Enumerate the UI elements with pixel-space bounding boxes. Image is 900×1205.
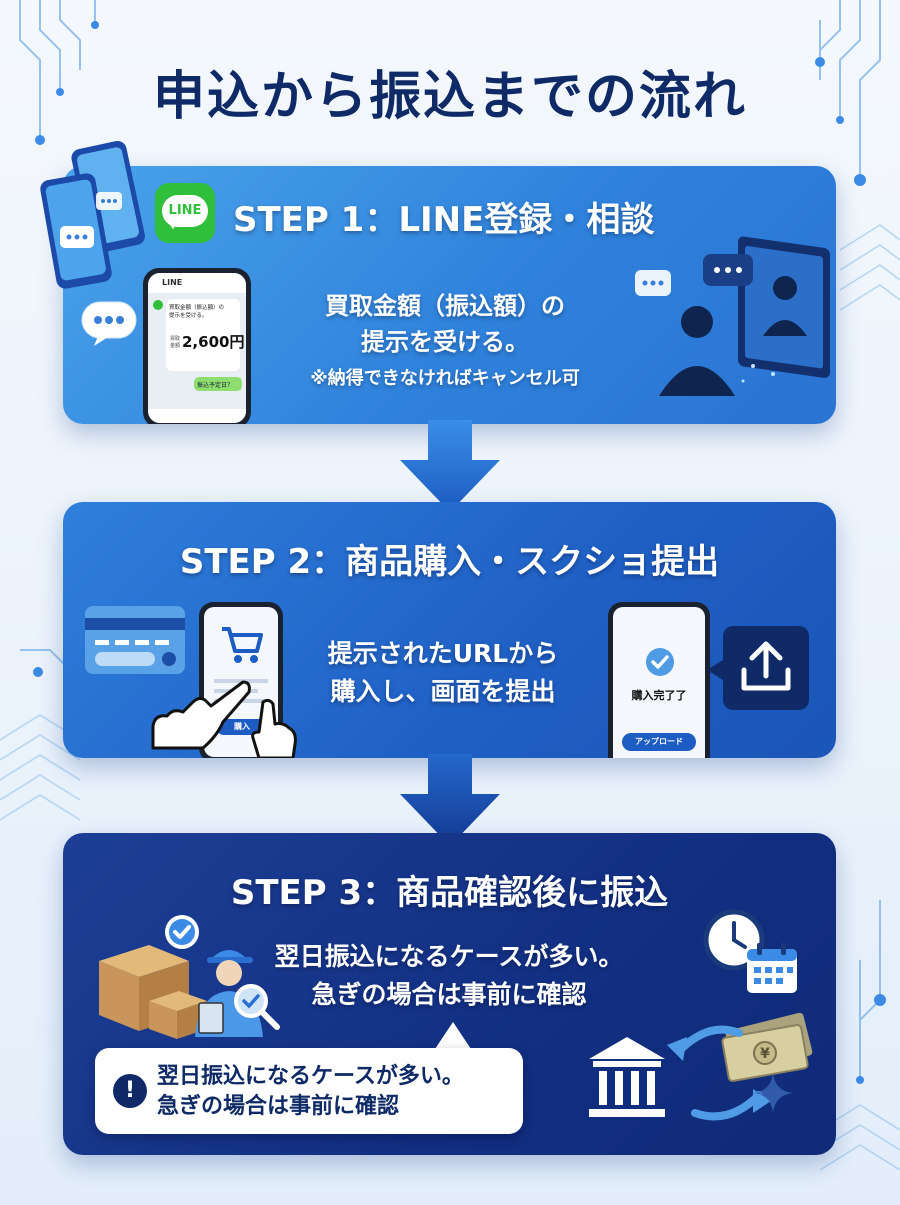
credit-card-icon <box>85 606 185 674</box>
line-logo-icon: LINE <box>155 183 215 243</box>
step-arrow-1 <box>400 420 500 512</box>
phone-amount-label-bottom: 金額 <box>170 343 181 349</box>
upload-icon <box>723 626 809 710</box>
alert-box: ! 翌日振込になるケースが多い。 急ぎの場合は事前に確認 <box>95 1048 523 1134</box>
calendar-icon <box>747 943 797 993</box>
check-circle-icon <box>165 915 199 949</box>
exclamation-icon: ! <box>113 1074 147 1108</box>
check-circle-icon <box>646 648 674 676</box>
phone-amount-label-top: 買取 <box>170 336 181 342</box>
phone-message-line-1: 買取金額（振込額）の <box>169 305 225 311</box>
step-1-desc-line-2: 提示を受ける。 <box>361 328 529 356</box>
step-1-note: ※納得できなければキャンセル可 <box>310 368 580 389</box>
phone-message-line-2: 提示を受ける。 <box>169 313 208 319</box>
step-2-title: STEP 2：商品購入・スクショ提出 <box>179 542 720 582</box>
phone-app-label: LINE <box>162 278 183 287</box>
bank-icon <box>589 1037 665 1117</box>
avatar <box>153 300 163 310</box>
money-icon: ¥ <box>721 1013 813 1082</box>
step-3-title: STEP 3：商品確認後に振込 <box>230 873 669 913</box>
phone-amount: 2,600円 <box>182 333 245 351</box>
step-1-desc-line-1: 買取金額（振込額）の <box>325 292 565 320</box>
exchange-arrows-icon <box>667 1025 771 1121</box>
box-icon <box>99 945 207 1039</box>
step-3-desc-line-2: 急ぎの場合は事前に確認 <box>311 980 587 1009</box>
chat-bubble-icon <box>81 301 137 346</box>
magnifier-icon <box>234 984 280 1030</box>
step-1-card: LINE STEP 1：LINE登録・相談 LINE 買取金額（振込額）の 提示… <box>63 166 836 424</box>
phone-reply: 振込予定日？ <box>197 382 234 389</box>
page-title: 申込から振込までの流れ <box>152 67 747 127</box>
hand-pointer-icon <box>151 680 251 750</box>
alert-tip <box>433 1022 473 1052</box>
step-3-desc-line-1: 翌日振込になるケースが多い。 <box>274 942 624 971</box>
video-call-icon <box>635 236 830 396</box>
buy-button-label: 購入 <box>234 722 250 731</box>
alert-text-line-2: 急ぎの場合は事前に確認 <box>157 1094 400 1119</box>
step-1-title: STEP 1：LINE登録・相談 <box>233 200 655 240</box>
step-2-desc-line-2: 購入し、画面を提出 <box>330 677 556 706</box>
upload-button-label: アップロード <box>635 737 683 746</box>
phones-chat-icon <box>40 140 145 289</box>
complete-phone: 購入完了了 アップロード <box>608 602 710 758</box>
sparkle-icon <box>753 1073 793 1113</box>
hand-pointer-icon-2 <box>251 698 297 758</box>
line-logo-text: LINE <box>168 203 202 218</box>
upload-button[interactable]: アップロード <box>622 733 696 751</box>
step-2-desc-line-1: 提示されたURLから <box>327 639 559 668</box>
step-2-card: STEP 2：商品購入・スクショ提出 購入 提示されたURLから 購入し、画面を… <box>63 502 836 758</box>
phone-icon: LINE 買取金額（振込額）の 提示を受ける。 買取 金額 2,600円 振込予… <box>143 268 251 424</box>
complete-label: 購入完了了 <box>631 689 687 702</box>
cart-icon <box>222 627 263 663</box>
currency-symbol: ¥ <box>760 1046 770 1062</box>
alert-text-line-1: 翌日振込になるケースが多い。 <box>157 1064 464 1089</box>
step-arrow-2 <box>400 754 500 846</box>
